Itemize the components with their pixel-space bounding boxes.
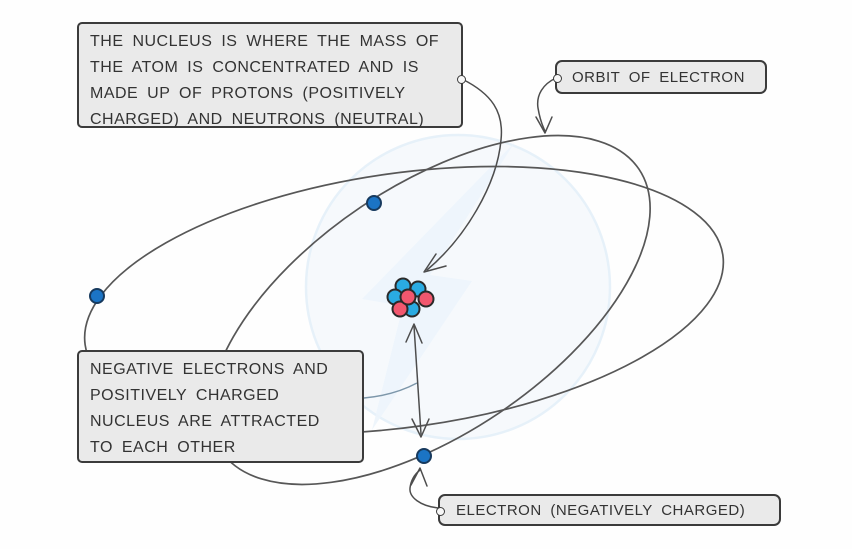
callout-text-line: ELECTRON (NEGATIVELY CHARGED) (456, 501, 746, 519)
connector-dot (436, 507, 445, 516)
connector-attraction-callout (363, 382, 418, 399)
watermark-bolt (362, 142, 515, 430)
connector-dot (553, 74, 562, 83)
watermark-circle (304, 133, 612, 441)
proton-circle (391, 300, 409, 318)
callout-text-line: MADE UP OF PROTONS (POSITIVELY (90, 85, 406, 102)
arrowhead-electron (410, 467, 428, 487)
callout-text-line: CHARGED) AND NEUTRONS (NEUTRAL) (90, 111, 425, 128)
arrowhead-orbit (535, 116, 553, 134)
callout-orbit-label: ORBIT OF ELECTRON (553, 60, 767, 94)
connector-electron-callout (409, 469, 439, 509)
attraction-arrow-shaft (413, 325, 422, 435)
callout-text-line: POSITIVELY CHARGED (90, 387, 280, 404)
nucleus-cluster (386, 277, 435, 318)
callout-text-line: THE ATOM IS CONCENTRATED AND IS (90, 59, 419, 76)
connector-orbit-callout (536, 77, 557, 132)
proton-circle (417, 290, 435, 308)
callout-text-line: ORBIT OF ELECTRON (572, 68, 745, 86)
arrowhead-attraction-up (405, 323, 423, 344)
callout-text-line: THE NUCLEUS IS WHERE THE MASS OF (90, 33, 440, 50)
proton-circle (399, 288, 417, 306)
orbit-ellipse-wide (83, 165, 725, 435)
electron-dot (89, 288, 105, 304)
electron-dot (366, 195, 382, 211)
connector-nucleus-callout (426, 78, 503, 271)
callout-nucleus-info: THE NUCLEUS IS WHERE THE MASS OF THE ATO… (77, 22, 466, 128)
callout-text-line: NUCLEUS ARE ATTRACTED (90, 413, 320, 430)
watermark (304, 133, 612, 441)
callout-electron-label: ELECTRON (NEGATIVELY CHARGED) (436, 494, 781, 526)
electrons (89, 195, 432, 464)
electron-dot (416, 448, 432, 464)
callout-text-line: TO EACH OTHER (90, 439, 236, 456)
callout-text-line: NEGATIVE ELECTRONS AND (90, 361, 329, 378)
connectors (405, 77, 557, 509)
arrowhead-nucleus (423, 253, 447, 273)
connector-dot (457, 75, 466, 84)
arrowhead-attraction-down (411, 418, 430, 438)
callout-attraction-info: NEGATIVE ELECTRONS AND POSITIVELY CHARGE… (77, 350, 364, 463)
